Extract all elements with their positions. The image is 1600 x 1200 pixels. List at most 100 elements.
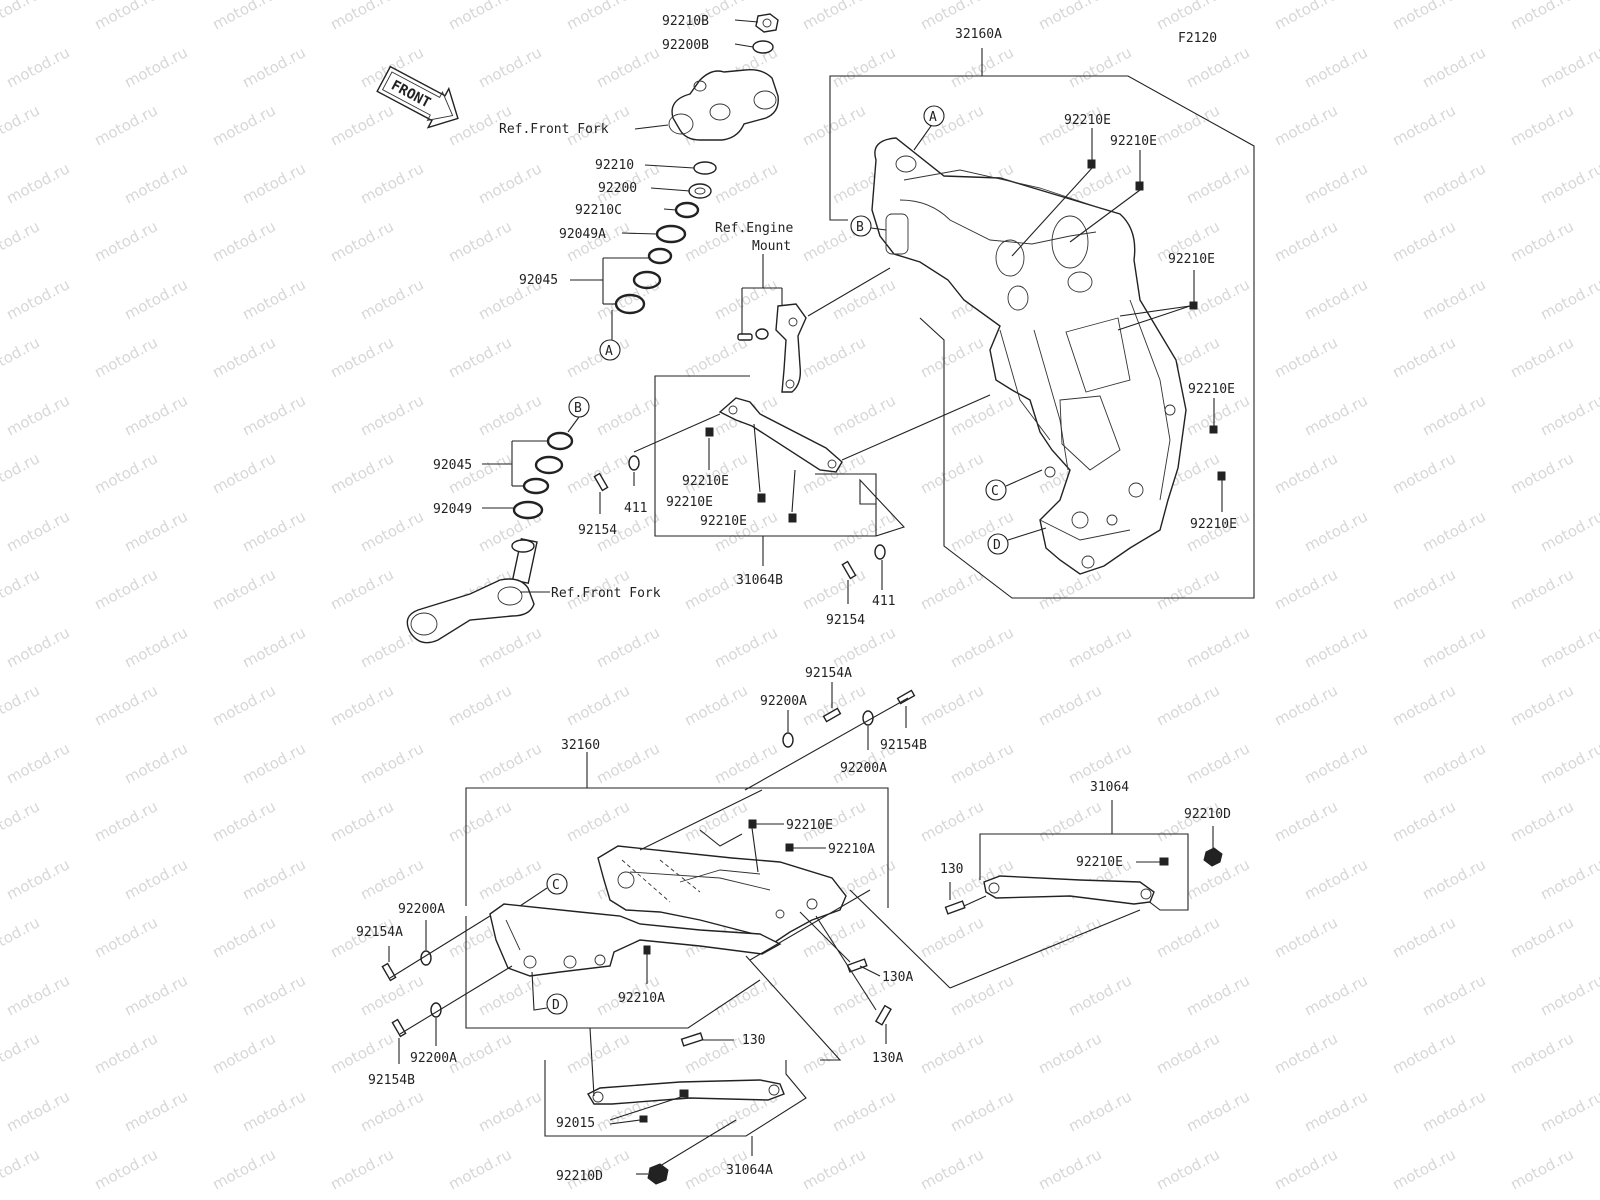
watermark-text: motod.ru [1389,217,1458,265]
watermark-text: motod.ru [3,507,72,555]
label-92049a: 92049A [559,227,606,242]
watermark-text: motod.ru [239,855,308,903]
label-411-a: 411 [624,501,647,516]
washer-92200b-icon [752,40,774,54]
watermark-text: motod.ru [475,159,544,207]
watermark-text: motod.ru [1153,913,1222,961]
watermark-text: motod.ru [1183,739,1252,787]
label-32160a: 32160A [955,27,1002,42]
watermark-text: motod.ru [3,43,72,91]
watermark-text: motod.ru [1301,739,1370,787]
label-92210e-3: 92210E [700,514,747,529]
watermark-text: motod.ru [1065,43,1134,91]
watermark-text: motod.ru [563,0,632,34]
watermark-text: motod.ru [445,333,514,381]
watermark-text: motod.ru [1065,623,1134,671]
watermark-text: motod.ru [239,1087,308,1135]
watermark-text: motod.ru [445,0,514,34]
label-92045-top: 92045 [519,273,558,288]
watermark-text: motod.ru [1507,913,1576,961]
watermark-text: motod.ru [1389,333,1458,381]
watermark-text: motod.ru [1271,681,1340,729]
label-92200b: 92200B [662,38,709,53]
seal-92049a-icon [655,224,687,244]
watermark-text: motod.ru [1035,1145,1104,1193]
watermark-text: motod.ru [1153,681,1222,729]
watermark-text: motod.ru [327,449,396,497]
watermark-text: motod.ru [0,449,43,497]
watermark-text: motod.ru [91,565,160,613]
watermark-text: motod.ru [1271,217,1340,265]
watermark-text: motod.ru [1389,565,1458,613]
watermark-text: motod.ru [1537,507,1600,555]
watermark-text: motod.ru [1035,565,1104,613]
watermark-text: motod.ru [593,275,662,323]
watermark-text: motod.ru [711,739,780,787]
label-411-b: 411 [872,594,895,609]
watermark-text: motod.ru [1507,565,1576,613]
watermark-text: motod.ru [327,681,396,729]
watermark-text: motod.ru [829,623,898,671]
plugs-92210e-frame [1011,128,1226,512]
watermark-text: motod.ru [475,43,544,91]
label-130-right: 130 [940,862,963,877]
watermark-text: motod.ru [0,0,43,34]
watermark-text: motod.ru [947,971,1016,1019]
watermark-text: motod.ru [1183,43,1252,91]
bolt-92154-b-icon [841,544,886,580]
nut-92210d-right-icon [1203,826,1223,867]
label-92210e-r4: 92210E [1188,382,1235,397]
watermark-text: motod.ru [445,1145,514,1193]
leaders-upper-stack [570,19,759,340]
watermark-text: motod.ru [0,217,43,265]
label-92015: 92015 [556,1116,595,1131]
bolts-left-rear-frame [381,915,513,1064]
watermark-text: motod.ru [799,1145,868,1193]
ref-line-engine-mount [807,267,891,317]
watermark-text: motod.ru [829,391,898,439]
ref-line-31064b [633,413,721,453]
watermark-text: motod.ru [1153,101,1222,149]
watermark-text: motod.ru [917,1029,986,1077]
watermark-text: motod.ru [121,391,190,439]
label-92210: 92210 [595,158,634,173]
watermark-text: motod.ru [3,739,72,787]
label-92210e-r3: 92210E [1168,252,1215,267]
watermark-text: motod.ru [327,217,396,265]
label-92210b: 92210B [662,14,709,29]
watermark-text: motod.ru [1271,0,1340,34]
watermark-text: motod.ru [711,159,780,207]
watermark-text: motod.ru [0,333,43,381]
watermark-text: motod.ru [917,333,986,381]
watermark-text: motod.ru [239,507,308,555]
watermark-text: motod.ru [1271,1145,1340,1193]
watermark-text: motod.ru [0,1029,43,1077]
watermark-text: motod.ru [121,1087,190,1135]
watermark-text: motod.ru [1271,913,1340,961]
watermark-text: motod.ru [1419,275,1488,323]
upper-bracket-icon [668,68,779,141]
leaders-lower-stack [482,440,550,593]
watermark-text: motod.ru [121,739,190,787]
watermark-text: motod.ru [209,1145,278,1193]
marker-c2: C [552,878,560,893]
watermark-text: motod.ru [209,1029,278,1077]
watermark-text: motod.ru [0,565,43,613]
seal-92049-icon [512,500,544,520]
watermark-text: motod.ru [1065,1087,1134,1135]
watermark-text: motod.ru [1419,971,1488,1019]
label-92154-b: 92154 [826,613,865,628]
watermark-text: motod.ru [1419,739,1488,787]
label-92154a-left: 92154A [356,925,403,940]
bearing-92045-top-icon [614,247,673,315]
label-32160: 32160 [561,738,600,753]
watermark-text: motod.ru [1389,797,1458,845]
watermark-text: motod.ru [3,159,72,207]
rod-31064-icon [983,857,1169,905]
label-92210e-sub: 92210E [786,818,833,833]
watermark-text: motod.ru [357,391,426,439]
watermark-text: motod.ru [917,797,986,845]
watermark-text: motod.ru [209,101,278,149]
